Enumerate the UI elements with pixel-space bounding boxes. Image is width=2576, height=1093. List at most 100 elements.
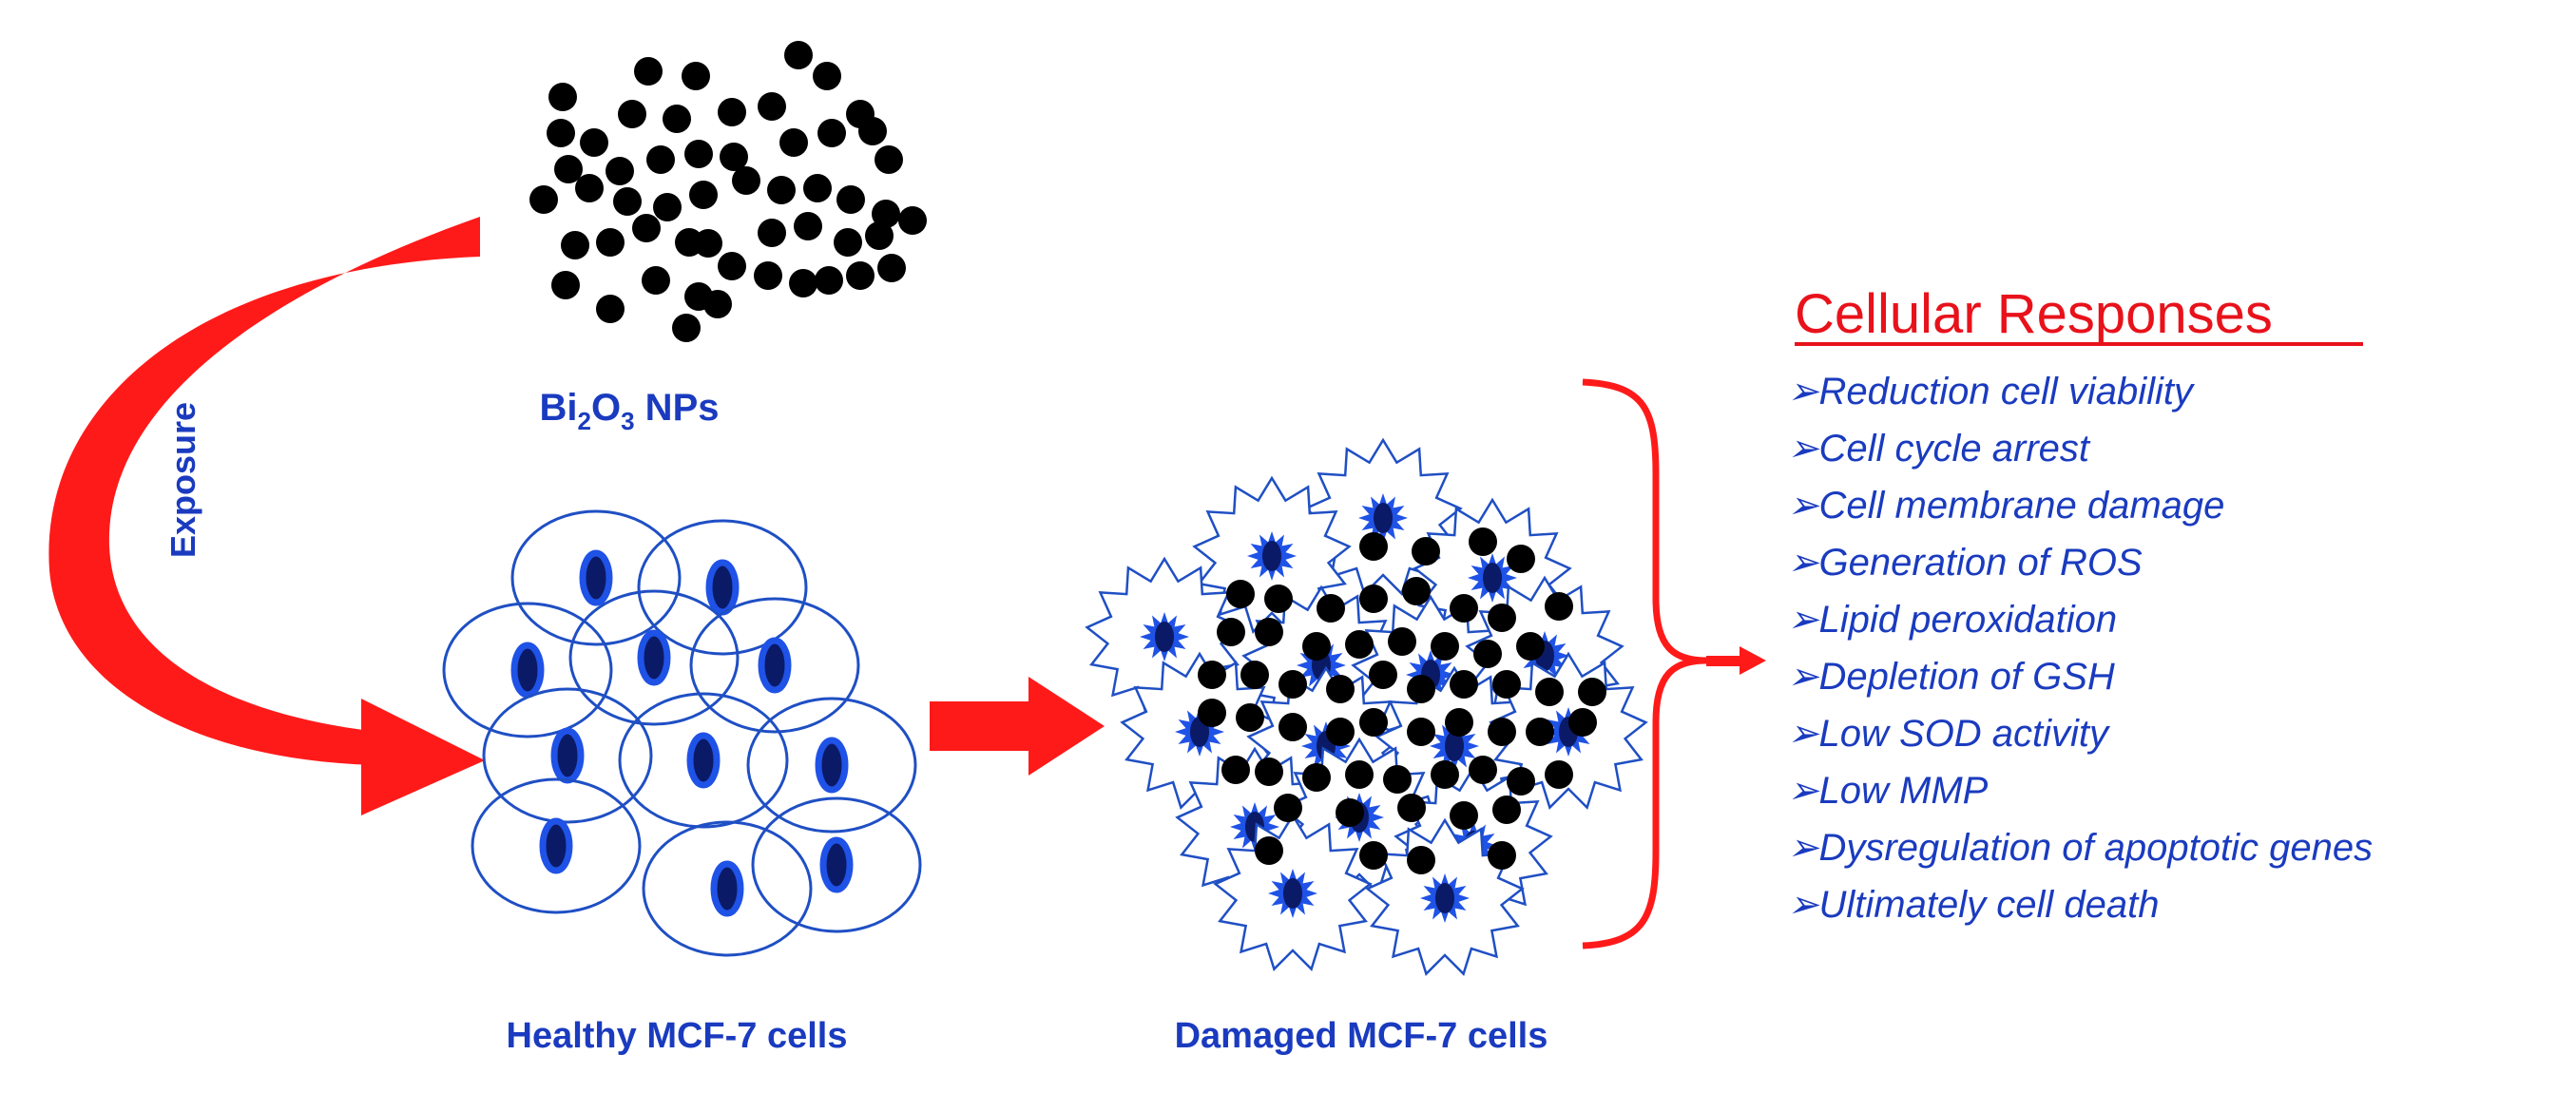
cell-nucleus (550, 727, 585, 784)
nanoparticle (1445, 708, 1473, 737)
nanoparticle (1488, 718, 1516, 746)
damaged-cells-label: Damaged MCF-7 cells (1175, 1016, 1548, 1056)
response-bullet: ➢ (1787, 428, 1820, 470)
transition-arrow (930, 677, 1105, 776)
nanoparticle-cluster (529, 41, 927, 342)
nanoparticle (779, 128, 808, 157)
nanoparticle (1507, 767, 1535, 796)
nanoparticle (663, 105, 691, 133)
transition-arrow-head (1028, 677, 1105, 776)
healthy-cell (471, 777, 642, 914)
nanoparticle (846, 261, 875, 290)
brace-arrow-shaft (1706, 656, 1744, 666)
healthy-cell (637, 519, 808, 656)
nanoparticle (684, 140, 713, 168)
cell-membrane (642, 820, 813, 957)
cell-nucleus (686, 732, 721, 789)
cell-nucleus (510, 642, 545, 699)
healthy-cell (510, 509, 682, 646)
exposure-arrow (48, 217, 485, 815)
nanoparticle (1221, 756, 1250, 784)
nanoparticle (784, 41, 813, 69)
healthy-cell (442, 602, 613, 738)
nanoparticle (1507, 545, 1535, 573)
cell-nucleus (819, 836, 854, 893)
cell-membrane (482, 687, 653, 824)
cell-membrane (471, 777, 642, 914)
nanoparticle (794, 212, 822, 240)
nanoparticle (703, 290, 732, 318)
response-text: Low SOD activity (1819, 713, 2112, 755)
damaged-nucleus (1155, 622, 1174, 652)
nanoparticle (758, 92, 786, 121)
response-item: ➢Lipid peroxidation (1787, 599, 2117, 641)
damaged-nucleus (1262, 541, 1281, 571)
brace-arrow-head (1740, 646, 1766, 675)
nanoparticle (1568, 708, 1597, 737)
nanoparticle (1359, 532, 1388, 561)
nanoparticle (1326, 675, 1355, 703)
cell-nucleus (539, 817, 573, 874)
response-item: ➢Ultimately cell death (1787, 884, 2159, 926)
nanoparticle (561, 231, 589, 259)
damaged-nucleus (1483, 563, 1502, 593)
nanoparticle (672, 314, 701, 342)
nanoparticle (1407, 675, 1435, 703)
nanoparticle (1488, 604, 1516, 632)
nanoparticle (554, 155, 583, 183)
nanoparticle (813, 62, 841, 90)
cell-nucleus (579, 549, 613, 606)
nanoparticle (1345, 760, 1374, 789)
cell-membrane (510, 509, 682, 646)
nanoparticle (1535, 678, 1564, 706)
nanoparticle (815, 266, 843, 295)
response-bullet: ➢ (1787, 542, 1820, 584)
cell-nucleus (758, 637, 792, 694)
nanoparticle (720, 143, 748, 171)
nanoparticle (1431, 760, 1459, 789)
exposure-arrow-body (48, 217, 480, 765)
nanoparticle (1402, 577, 1431, 605)
healthy-cells-label: Healthy MCF-7 cells (507, 1016, 848, 1056)
nanoparticle (618, 100, 646, 128)
nanoparticle (1336, 798, 1364, 827)
exposure-label: Exposure (163, 402, 202, 558)
nanoparticle (858, 117, 887, 145)
nanoparticle (1450, 670, 1478, 699)
nanoparticle (732, 166, 760, 195)
response-bullet: ➢ (1787, 599, 1820, 641)
nanoparticle (1526, 718, 1554, 746)
damaged-nucleus (1374, 503, 1393, 533)
nanoparticle (575, 174, 604, 202)
response-text: Depletion of GSH (1819, 656, 2115, 698)
responses-title: Cellular Responses (1795, 283, 2273, 345)
healthy-cell (751, 796, 922, 933)
nanoparticle (580, 128, 608, 157)
damaged-nucleus (1435, 883, 1454, 913)
response-bullet: ➢ (1787, 656, 1820, 698)
nanoparticle (1450, 594, 1478, 623)
response-text: Cell membrane damage (1819, 485, 2225, 527)
nanoparticle (1255, 836, 1283, 865)
nanoparticle (1255, 757, 1283, 786)
nanoparticle (1217, 618, 1245, 646)
nanoparticle (551, 271, 580, 299)
nanoparticle (1369, 661, 1397, 689)
nanoparticle (596, 228, 625, 257)
response-item: ➢Low MMP (1787, 770, 1989, 812)
healthy-cell (618, 692, 789, 829)
healthy-cell (568, 589, 740, 726)
nanoparticle (758, 219, 786, 247)
response-bullet: ➢ (1787, 770, 1820, 812)
nanoparticle (834, 228, 862, 257)
nanoparticle (1345, 630, 1374, 659)
nanoparticle (1255, 618, 1283, 646)
cell-membrane (689, 597, 860, 734)
nanoparticle (1388, 627, 1416, 656)
cell-membrane (746, 697, 917, 834)
damaged-cell (1213, 813, 1373, 971)
nanoparticle (817, 119, 846, 147)
nanoparticle (1431, 632, 1459, 661)
nanoparticle (1264, 585, 1293, 613)
